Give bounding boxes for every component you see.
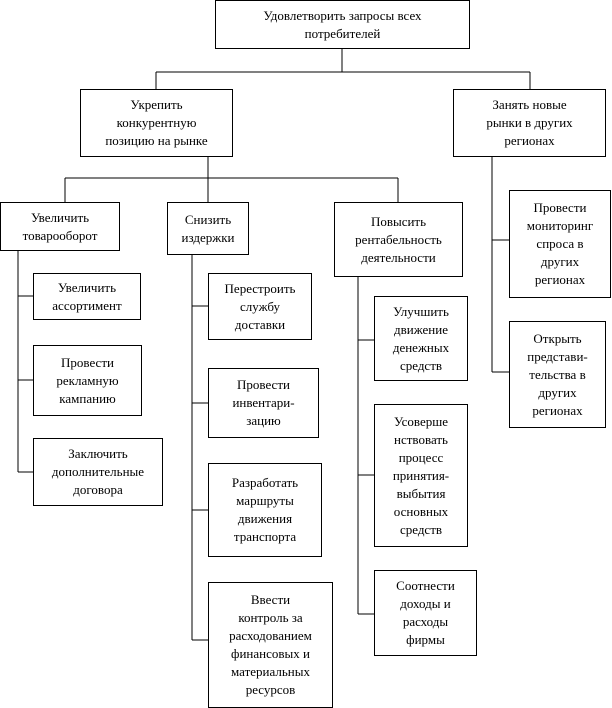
goal-box-new-markets: Занять новые рынки в других регионах <box>453 89 606 157</box>
task-box-costs-4: Ввести контроль за расходованием финансо… <box>208 582 333 708</box>
task-box-costs-2: Провести инвентари- зацию <box>208 368 319 438</box>
task-box-profitability-1: Улучшить движение денежных средств <box>374 296 468 381</box>
task-box-profitability-3: Соотнести доходы и расходы фирмы <box>374 570 477 656</box>
subgoal-box-costs: Снизить издержки <box>167 202 249 255</box>
subgoal-box-turnover: Увеличить товарооборот <box>0 202 120 251</box>
task-box-costs-1: Перестроить службу доставки <box>208 273 312 340</box>
task-text: Открыть представи- тельства в других рег… <box>527 330 588 418</box>
root-goal-text: Удовлетворить запросы всех потребителей <box>263 7 422 41</box>
root-goal-box: Удовлетворить запросы всех потребителей <box>215 0 470 49</box>
task-box-turnover-1: Увеличить ассортимент <box>33 273 141 320</box>
subgoal-text-costs: Снизить издержки <box>181 211 235 245</box>
task-box-turnover-2: Провести рекламную кампанию <box>33 345 142 416</box>
task-text: Улучшить движение денежных средств <box>392 303 450 373</box>
task-text: Провести рекламную кампанию <box>56 354 119 406</box>
subgoal-text-turnover: Увеличить товарооборот <box>22 209 98 243</box>
goal-text-new-markets: Занять новые рынки в других регионах <box>486 97 573 148</box>
task-text: Усоверше нствовать процесс принятия- выб… <box>392 413 450 537</box>
task-box-profitability-2: Усоверше нствовать процесс принятия- выб… <box>374 404 468 547</box>
goal-text-strengthen: Укрепить конкурентную позицию на рынке <box>105 97 208 148</box>
task-box-new-markets-1: Провести мониторинг спроса в других реги… <box>509 190 611 298</box>
task-box-new-markets-2: Открыть представи- тельства в других рег… <box>509 321 606 428</box>
task-text: Провести мониторинг спроса в других реги… <box>526 200 594 287</box>
task-text: Заключить дополнительные договора <box>51 446 145 497</box>
task-box-costs-3: Разработать маршруты движения транспорта <box>208 463 322 557</box>
task-text: Ввести контроль за расходованием финансо… <box>229 592 312 697</box>
task-text: Увеличить ассортимент <box>52 279 122 313</box>
task-box-turnover-3: Заключить дополнительные договора <box>33 438 163 506</box>
subgoal-box-profitability: Повысить рентабельность деятельности <box>334 202 463 277</box>
task-text: Перестроить службу доставки <box>224 280 296 332</box>
goal-box-strengthen: Укрепить конкурентную позицию на рынке <box>80 89 233 157</box>
task-text: Провести инвентари- зацию <box>232 377 295 428</box>
task-text: Разработать маршруты движения транспорта <box>231 475 299 544</box>
task-text: Соотнести доходы и расходы фирмы <box>396 578 455 647</box>
subgoal-text-profitability: Повысить рентабельность деятельности <box>355 213 442 265</box>
